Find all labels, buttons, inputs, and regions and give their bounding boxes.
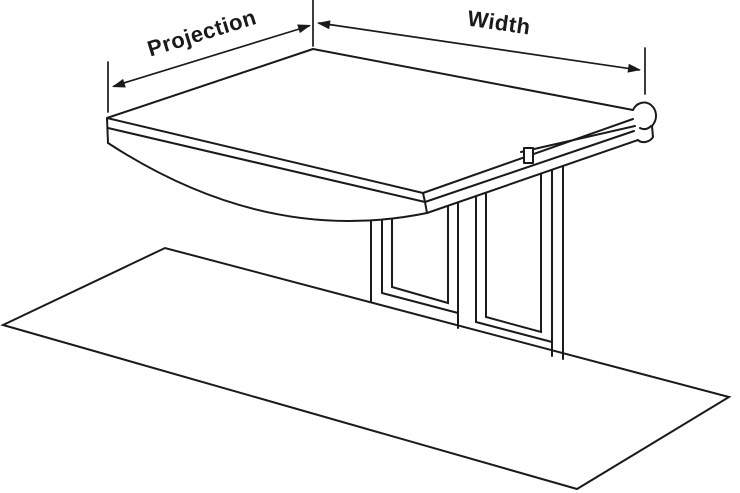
- awning-front-band-edge: [107, 127, 426, 203]
- window-pane-right: [485, 149, 542, 334]
- window-sill-right: [475, 321, 553, 343]
- dimension-arrowheads: [112, 20, 641, 88]
- projection-arrowhead-left: [112, 78, 126, 88]
- ground-area: [0, 246, 732, 491]
- width-dimension-line: [318, 22, 640, 71]
- projection-dimension-line: [113, 25, 310, 87]
- dimension-annotations: [107, 0, 646, 113]
- width-arrowhead-left: [317, 20, 331, 30]
- projection-arrowhead-right: [297, 24, 311, 34]
- width-arrowhead-right: [627, 63, 641, 73]
- awning-side-band-edge: [424, 130, 635, 203]
- awning-front-top-edge: [106, 117, 424, 194]
- awning-silhouette: [106, 48, 657, 222]
- awning: [106, 48, 657, 222]
- roller-cap-neck: [639, 125, 652, 131]
- window-sill-left: [381, 292, 459, 314]
- mounting-bracket: [523, 147, 534, 164]
- awning-side-tie-bar: [520, 125, 636, 153]
- ground-outline: [0, 246, 732, 491]
